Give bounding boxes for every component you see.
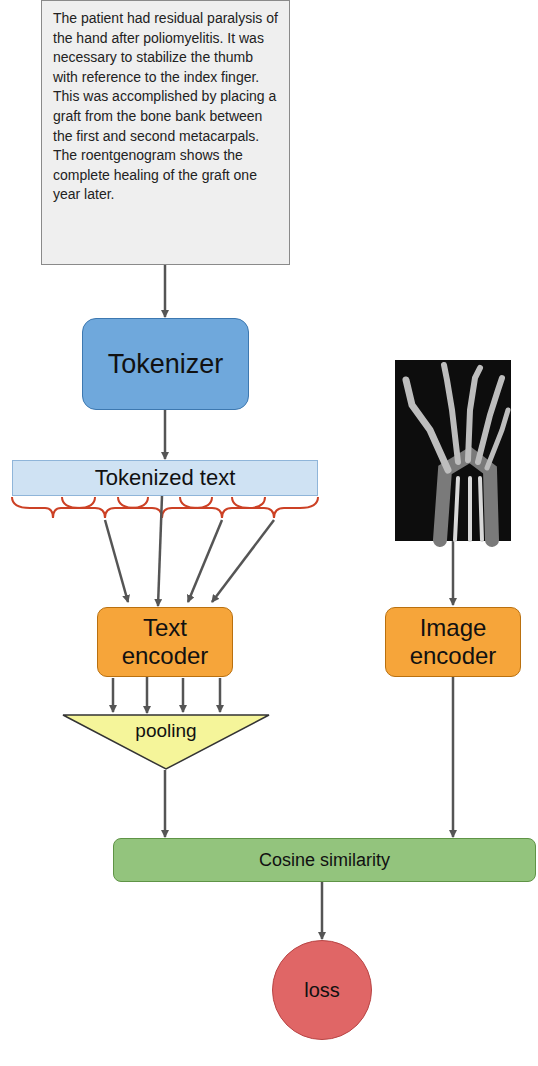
- xray-finger: [478, 378, 502, 462]
- node-label: Image encoder: [400, 614, 506, 670]
- loss-circle: loss: [272, 940, 372, 1040]
- node-label: pooling: [135, 720, 196, 742]
- flow-arrow: [164, 770, 167, 837]
- node-label: The patient had residual paralysis of th…: [53, 9, 279, 205]
- xray-finger: [468, 368, 480, 460]
- xray-image: [395, 360, 511, 541]
- node-label: Tokenizer: [108, 349, 224, 380]
- text-group: Tokenized text: [95, 465, 236, 491]
- token-braces: [12, 497, 318, 518]
- xray-finger: [444, 365, 458, 462]
- embedding-arrow: [182, 678, 185, 712]
- flow-arrow: [158, 496, 162, 606]
- caption-text-box: The patient had residual paralysis of th…: [41, 0, 290, 265]
- embedding-arrow: [219, 678, 222, 712]
- xray-thumb: [406, 380, 448, 470]
- text-group: Image encoder: [400, 614, 506, 670]
- flow-arrow: [164, 410, 167, 459]
- flow-arrow: [164, 265, 167, 317]
- text-group: Tokenizer: [108, 349, 224, 380]
- encoder-box: Text encoder: [97, 607, 233, 677]
- text-group: Cosine similarity: [259, 850, 390, 871]
- xray-background: [395, 360, 511, 541]
- node-label: Cosine similarity: [259, 850, 390, 871]
- image-arrow: [452, 541, 455, 605]
- token-arrow: [188, 520, 222, 602]
- similarity-box: Cosine similarity: [113, 838, 536, 882]
- text-group: Text encoder: [112, 614, 218, 670]
- node-label: Text encoder: [112, 614, 218, 670]
- text-group: The patient had residual paralysis of th…: [53, 9, 279, 205]
- pooling-triangle: pooling: [62, 714, 270, 770]
- flow-arrow: [452, 677, 455, 837]
- flow-arrow: [321, 882, 324, 939]
- text-group: loss: [304, 979, 340, 1002]
- text-group: pooling: [135, 720, 196, 742]
- tokenizer-box: Tokenizer: [82, 318, 249, 410]
- flow-arrow: [146, 677, 149, 713]
- token-arrow: [212, 520, 274, 602]
- xray-metacarpals: [455, 478, 482, 540]
- token-arrow: [105, 520, 128, 602]
- tokens-band: Tokenized text: [12, 460, 318, 496]
- embedding-arrow: [112, 678, 115, 712]
- node-label: Tokenized text: [95, 465, 236, 491]
- encoder-box: Image encoder: [385, 607, 521, 677]
- node-label: loss: [304, 979, 340, 1002]
- brace: [232, 497, 318, 518]
- xray-bones: [406, 365, 508, 540]
- triangle-shape: [63, 715, 269, 769]
- xray-finger: [487, 410, 508, 468]
